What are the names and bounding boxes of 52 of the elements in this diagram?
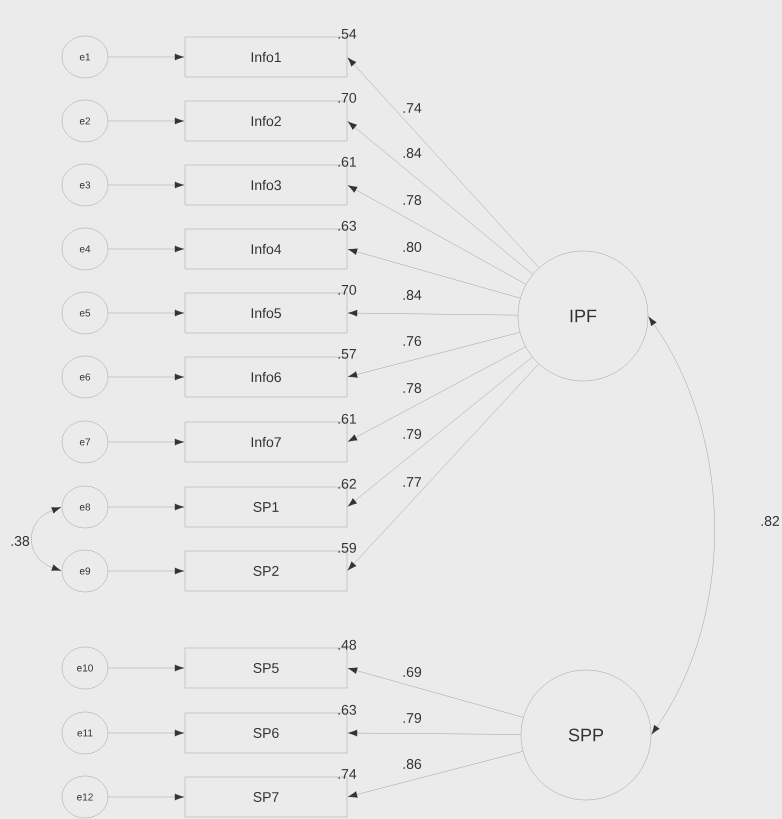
- edge-label: .79: [401, 712, 423, 724]
- arrow: [348, 346, 526, 442]
- squared-correlation: .74: [338, 769, 356, 779]
- squared-correlation: .61: [338, 414, 356, 424]
- edge-label: .84: [401, 289, 423, 301]
- edge-label: .78: [401, 382, 423, 394]
- arrow: [348, 185, 526, 285]
- edge-label: .74: [401, 102, 423, 114]
- arrow: [348, 364, 539, 571]
- edge-label: .82: [759, 515, 781, 527]
- arrow: [108, 438, 184, 446]
- edge-label: .76: [401, 335, 423, 347]
- squared-correlation: .63: [338, 220, 356, 231]
- arrow: [108, 310, 184, 316]
- arrow: [348, 248, 520, 298]
- arrow: [348, 121, 533, 275]
- arrow: [31, 507, 62, 571]
- squared-correlation: .48: [338, 640, 356, 650]
- edge-label: .69: [401, 666, 423, 678]
- arrow: [108, 730, 184, 736]
- squared-correlation: .57: [338, 349, 356, 359]
- arrow: [108, 246, 184, 252]
- edge-label: .80: [401, 241, 423, 253]
- arrow: [348, 730, 521, 736]
- arrow: [108, 664, 184, 672]
- squared-correlation: .70: [338, 92, 356, 103]
- arrow: [108, 504, 184, 510]
- arrow: [348, 751, 524, 798]
- arrow: [348, 332, 520, 378]
- squared-correlation: .61: [338, 156, 356, 167]
- edge-label: .77: [401, 476, 423, 488]
- edge-label: .84: [401, 147, 423, 159]
- arrow: [108, 568, 184, 574]
- arrow: [108, 182, 184, 188]
- squared-correlation: .62: [338, 478, 356, 489]
- arrow: [108, 118, 184, 124]
- arrow: [348, 310, 518, 316]
- arrow: [348, 356, 533, 507]
- arrow: [108, 54, 184, 60]
- edge-label: .78: [401, 194, 423, 206]
- squared-correlation: .59: [338, 542, 356, 553]
- arrow: [348, 667, 524, 718]
- edge-label: .79: [401, 428, 423, 440]
- arrow: [108, 794, 184, 800]
- squared-correlation: .70: [338, 284, 356, 295]
- arrow: [348, 57, 540, 268]
- arrow: [648, 316, 715, 734]
- edge-label: .86: [401, 758, 423, 770]
- squared-correlation: .63: [338, 704, 356, 715]
- edge-label: .38: [9, 535, 31, 547]
- squared-correlation: .54: [338, 29, 356, 39]
- arrow: [108, 374, 184, 380]
